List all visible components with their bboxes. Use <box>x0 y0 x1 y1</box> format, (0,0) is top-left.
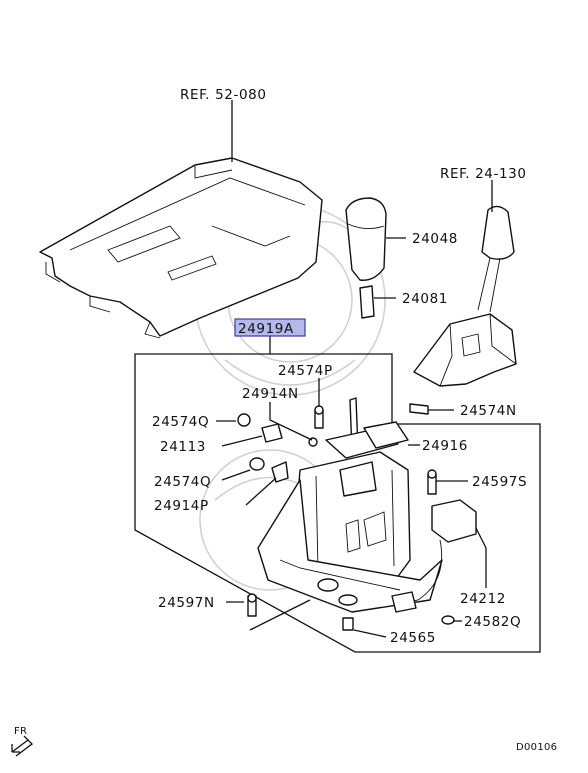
knob-pin-drawing <box>359 285 375 319</box>
part-label-24574N[interactable]: 24574N <box>460 403 517 419</box>
solenoid-drawing <box>391 499 477 613</box>
part-label-24914N[interactable]: 24914N <box>242 386 299 402</box>
seat-cushion-drawing <box>39 157 323 339</box>
part-label-24597S[interactable]: 24597S <box>472 474 527 490</box>
part-label-24574Q-upper[interactable]: 24574Q <box>152 414 209 430</box>
part-label-24212[interactable]: 24212 <box>460 591 506 607</box>
ref-label-shifter: REF. 24-130 <box>440 166 527 182</box>
shifter-reference-drawing <box>413 205 517 387</box>
part-label-24081[interactable]: 24081 <box>402 291 448 307</box>
front-arrow-icon <box>11 735 33 757</box>
bracket-24916-drawing <box>363 421 409 449</box>
part-label-24574Q-lower[interactable]: 24574Q <box>154 474 211 490</box>
assembly-frame <box>134 353 541 653</box>
part-label-24048[interactable]: 24048 <box>412 231 458 247</box>
part-label-24113[interactable]: 24113 <box>160 439 206 455</box>
part-label-24565[interactable]: 24565 <box>390 630 436 646</box>
part-label-24574P[interactable]: 24574P <box>278 363 333 379</box>
diagram-code: D00106 <box>516 742 557 753</box>
ref-label-seat: REF. 52-080 <box>180 87 267 103</box>
shift-lever-assembly-drawing <box>257 397 443 613</box>
highlighted-part-box <box>234 318 306 337</box>
leader-lines <box>216 100 493 638</box>
front-indicator-label: FR <box>14 726 27 737</box>
part-label-24597N[interactable]: 24597N <box>158 595 215 611</box>
part-label-24916[interactable]: 24916 <box>422 438 468 454</box>
part-label-24582Q[interactable]: 24582Q <box>464 614 521 630</box>
part-label-24914P[interactable]: 24914P <box>154 498 209 514</box>
part-label-24919A[interactable]: 24919A <box>238 321 294 337</box>
shift-knob-drawing <box>345 197 387 281</box>
